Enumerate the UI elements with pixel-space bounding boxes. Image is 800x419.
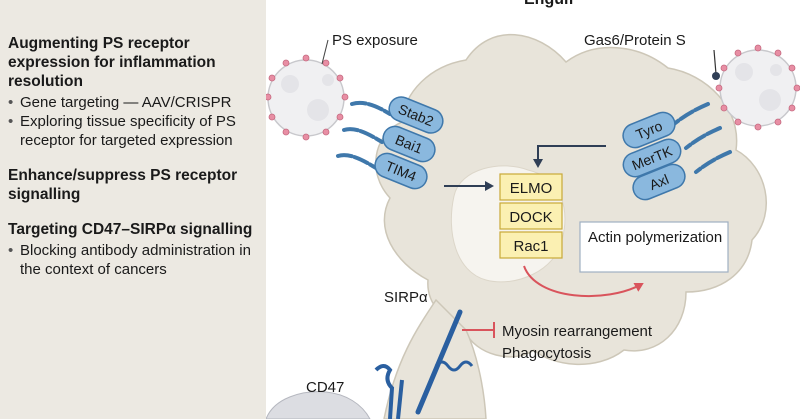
ps-exposure-label: PS exposure — [332, 32, 418, 49]
phagocytosis-diagram: Engulf — [266, 0, 800, 419]
signal-rac1: Rac1 — [499, 231, 563, 259]
section-title: Augmenting PS receptor expression for in… — [8, 35, 216, 90]
left-panel: Augmenting PS receptor expression for in… — [0, 0, 266, 419]
gas6-label: Gas6/Protein S — [584, 32, 686, 49]
section-cd47-sirpa: Targeting CD47–SIRPα signalling Blocking… — [8, 220, 266, 279]
signal-label: DOCK — [509, 209, 552, 226]
signal-elmo: ELMO — [499, 173, 563, 201]
phagocytosis-label: Phagocytosis — [502, 345, 591, 362]
cell-protrusion — [383, 298, 487, 419]
myosin-label: Myosin rearrangement — [502, 323, 653, 340]
receptor-label: Axl — [647, 171, 671, 193]
section-title: Enhance/suppress PS receptor signalling — [8, 167, 238, 203]
section-receptor-signalling: Enhance/suppress PS receptor signalling — [8, 166, 266, 204]
cd47-protein — [374, 364, 404, 419]
arrow-rac1-to-actin — [523, 265, 644, 298]
bullet-item: Blocking antibody administration in the … — [8, 241, 266, 279]
gas6-leader — [713, 49, 717, 75]
apoptotic-cell-right — [715, 44, 800, 131]
apoptotic-cell-left — [266, 54, 349, 141]
receptor-tyro: Tyro — [622, 102, 710, 149]
signal-label: Rac1 — [513, 238, 548, 255]
sirpa-label: SIRPα — [384, 289, 428, 306]
engulf-label: Engulf — [524, 0, 574, 8]
bullet-item: Gene targeting — AAV/CRISPR — [8, 93, 266, 112]
gas6-ligand — [712, 72, 720, 80]
ps-exposure-leader — [321, 39, 329, 65]
actin-polymerization-box: Actin polymerization — [579, 221, 729, 273]
section-title: Targeting CD47–SIRPα signalling — [8, 221, 253, 238]
signal-dock: DOCK — [499, 202, 563, 230]
bullet-list: Gene targeting — AAV/CRISPR Exploring ti… — [8, 93, 266, 150]
bullet-item: Exploring tissue specificity of PS recep… — [8, 112, 266, 150]
cd47-label: CD47 — [306, 379, 344, 396]
signal-label: ELMO — [510, 180, 553, 197]
sirpa-coils — [434, 360, 474, 372]
section-ps-receptor-expression: Augmenting PS receptor expression for in… — [8, 34, 266, 150]
receptor-bai1: Bai1 — [342, 125, 436, 163]
actin-label: Actin polymerization — [588, 229, 722, 246]
bullet-list: Blocking antibody administration in the … — [8, 241, 266, 279]
receptor-axl: Axl — [632, 150, 732, 201]
target-cell-bottom — [266, 391, 371, 419]
arrow-right-to-elmo — [533, 145, 606, 168]
